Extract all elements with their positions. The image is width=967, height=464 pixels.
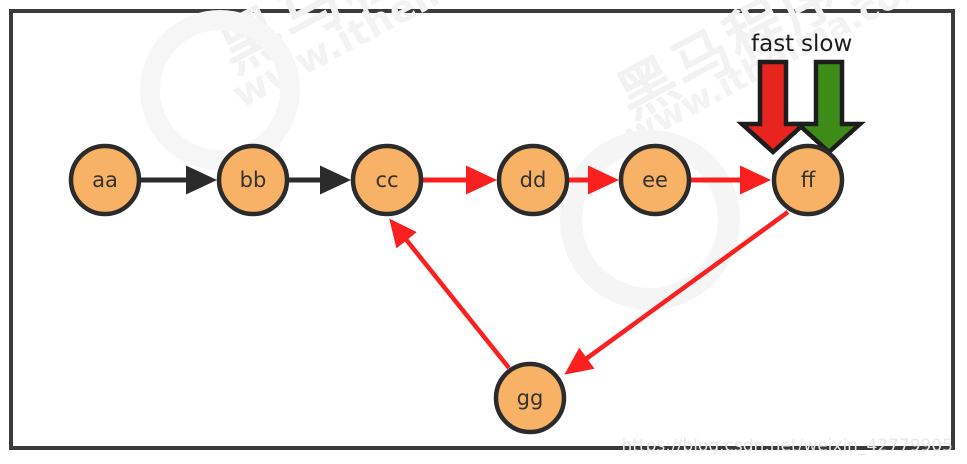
node-dd[interactable]: dd — [496, 143, 570, 217]
diagram-frame — [9, 9, 955, 450]
pointers-layer — [736, 59, 866, 156]
node-cc-label: cc — [375, 168, 398, 192]
edge-ff-gg — [564, 210, 790, 375]
node-gg[interactable]: gg — [493, 361, 567, 435]
node-ee[interactable]: ee — [618, 143, 692, 217]
node-gg-label: gg — [517, 386, 544, 410]
node-ee-label: ee — [642, 168, 668, 192]
edges-layer — [141, 165, 790, 375]
slow-pointer-arrow[interactable] — [792, 59, 866, 156]
edge-gg-cc — [389, 218, 511, 370]
pointer-labels-layer: fast slow — [751, 31, 852, 57]
node-dd-label: dd — [520, 168, 547, 192]
node-ff-label: ff — [801, 168, 816, 192]
node-aa-label: aa — [92, 168, 118, 192]
fast-pointer-arrow[interactable] — [736, 59, 810, 156]
nodes-layer: aa bb cc dd ee ff — [68, 143, 845, 435]
slow-pointer-label: slow — [801, 31, 852, 57]
node-bb[interactable]: bb — [216, 143, 290, 217]
node-aa[interactable]: aa — [68, 143, 142, 217]
node-bb-label: bb — [240, 168, 267, 192]
node-ff[interactable]: ff — [771, 143, 845, 217]
node-cc[interactable]: cc — [350, 143, 424, 217]
fast-pointer-label: fast — [751, 31, 794, 57]
